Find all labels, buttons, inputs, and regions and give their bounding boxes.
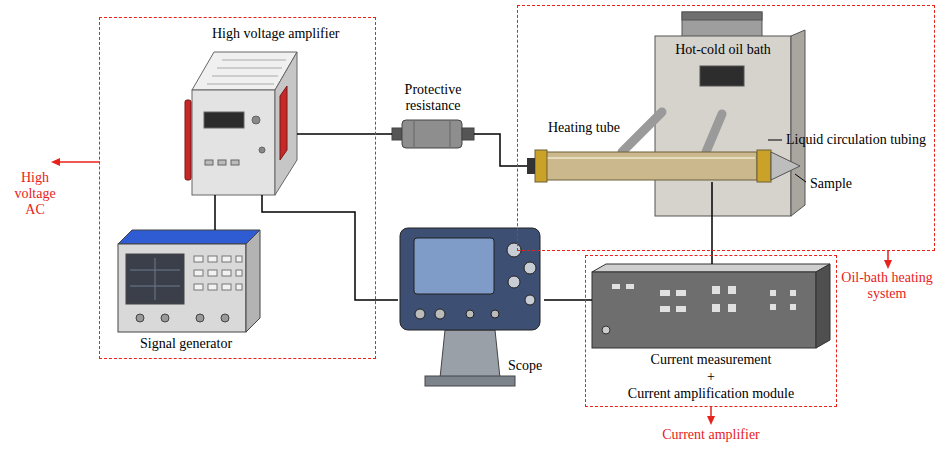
oil-bath-drawing — [655, 12, 805, 216]
resistor-drawing — [392, 120, 474, 148]
heating-tube-drawing — [527, 112, 800, 182]
region-heading: Current amplifier — [586, 427, 836, 443]
wire — [474, 134, 527, 166]
device-label: Current measurement — [592, 352, 830, 368]
wire — [297, 133, 392, 135]
device-label: Signal generator — [140, 336, 232, 352]
signal-generator-device: Signal generator — [118, 230, 260, 332]
heating-tube-device: Heating tube — [527, 150, 800, 182]
wire — [711, 182, 713, 264]
device-label: Protective resistance — [382, 82, 484, 114]
callout-label: Sample — [810, 176, 852, 192]
oil-bath-device: Hot-cold oil bath — [655, 12, 805, 216]
device-label: + — [592, 369, 830, 385]
wire — [544, 299, 592, 301]
callout-label: Liquid circulation tubing — [786, 132, 926, 148]
wire — [262, 195, 398, 300]
dashed-region: High voltage ACHigh voltage amplifierSig… — [100, 18, 375, 358]
current-module-device: Current measurement+Current amplificatio… — [592, 264, 830, 350]
device-label: High voltage amplifier — [212, 26, 340, 42]
signal-generator-drawing — [118, 230, 260, 332]
device-label: Heating tube — [548, 120, 620, 136]
region-heading: High voltage AC — [10, 170, 60, 218]
resistor-device: Protective resistance — [392, 118, 474, 150]
dashed-region: Current amplifierCurrent measurement+Cur… — [586, 256, 836, 406]
wire — [214, 195, 216, 230]
current-module-drawing — [592, 264, 830, 348]
device-label: Scope — [508, 358, 542, 374]
device-label: Hot-cold oil bath — [655, 42, 791, 58]
dashed-region: Oil-bath heating systemHot-cold oil bath… — [518, 6, 934, 250]
device-label: Current amplification module — [592, 386, 830, 402]
scope-device: Scope — [398, 226, 544, 388]
amplifier-device: High voltage amplifier — [185, 50, 297, 195]
amplifier-drawing — [185, 52, 297, 195]
region-heading: Oil-bath heating system — [840, 270, 934, 302]
